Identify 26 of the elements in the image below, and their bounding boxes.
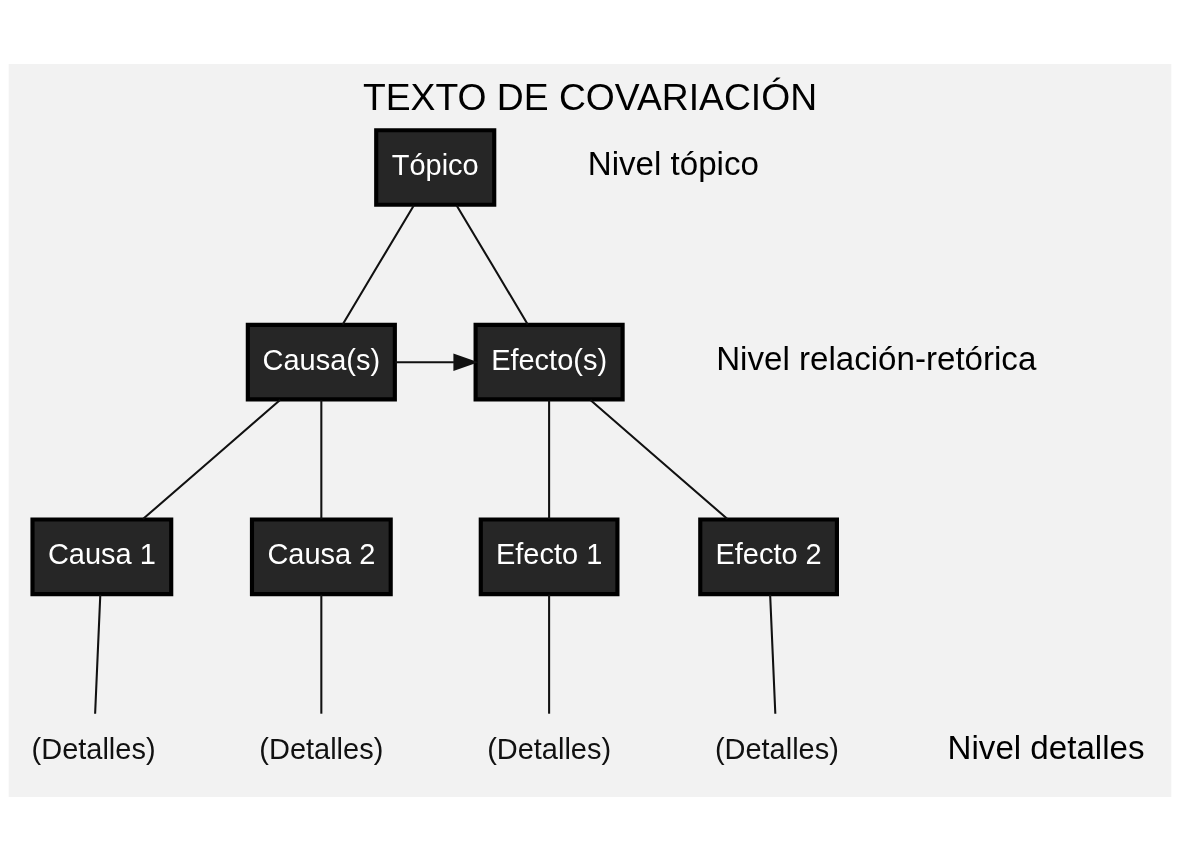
connector xyxy=(589,399,729,520)
connector xyxy=(142,399,281,520)
connector xyxy=(548,400,551,520)
node-text: (Detalles) xyxy=(31,733,156,766)
connector xyxy=(320,594,323,714)
node-text: (Detalles) xyxy=(259,733,384,766)
node-box: Causa 2 xyxy=(249,517,393,597)
node-box: Tópico xyxy=(374,128,497,207)
arrow xyxy=(395,353,479,371)
connector xyxy=(94,594,102,714)
label: Nivel tópico xyxy=(587,145,759,183)
node-box: Causa 1 xyxy=(30,517,174,597)
node-box: Efecto 2 xyxy=(698,517,839,597)
node-box: Causa(s) xyxy=(245,322,397,402)
node-box: Efecto 1 xyxy=(478,517,620,597)
connector xyxy=(769,594,777,714)
connector xyxy=(341,204,415,325)
connector xyxy=(320,400,323,520)
label: Nivel relación-retórica xyxy=(716,340,1037,378)
label: Nivel detalles xyxy=(947,729,1145,767)
diagram-title: TEXTO DE COVARIACIÓN xyxy=(362,76,818,119)
node-text: (Detalles) xyxy=(487,733,612,766)
connector xyxy=(455,204,529,325)
node-text: (Detalles) xyxy=(714,733,839,766)
connector xyxy=(548,594,551,714)
node-box: Efecto(s) xyxy=(473,322,625,402)
